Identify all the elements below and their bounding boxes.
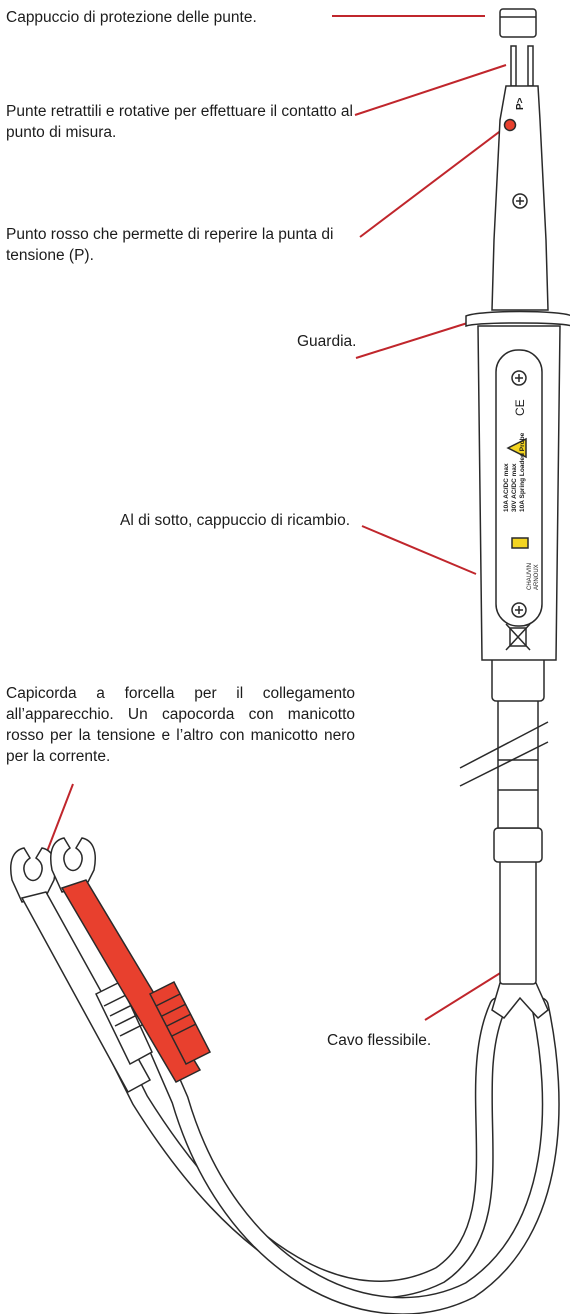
leader-guard (355, 319, 478, 359)
label-tips: Punte retrattili e rotative per effettua… (6, 103, 353, 141)
label-tip-cap: Cappuccio di protezione delle punte. (6, 9, 257, 26)
fork-terminals (10, 837, 212, 1094)
red-sleeve (60, 879, 202, 1083)
brand-logo-icon (511, 537, 529, 549)
label-cable: Cavo flessibile. (327, 1032, 432, 1049)
leader-red-dot (359, 125, 508, 238)
leader-spare-cap (361, 525, 477, 575)
red-fork-lead (50, 837, 212, 1083)
cable-loop (76, 976, 560, 1314)
warning-triangle-icon (506, 437, 527, 459)
leader-fork (42, 783, 74, 863)
white-grip-ribs (103, 993, 145, 1037)
rating-line-2: 30V AC/DC max (511, 463, 518, 512)
label-spare-cap: Al di sotto, cappuccio di ricambio. (120, 512, 351, 529)
label-fork-terminals: Capicorda a forcella per il collegamento… (6, 685, 355, 765)
main-cable (459, 652, 549, 1020)
probe-markings: P> CE 10A AC/DC max 30V AC/DC max 10A Sp… (503, 97, 540, 590)
leader-lines (42, 15, 519, 1021)
white-fork-lead (10, 847, 153, 1094)
probe-tip-right (527, 45, 534, 87)
probe-handle (465, 8, 570, 661)
label-plate (495, 349, 543, 627)
weee-bin-icon (505, 623, 531, 651)
red-grip-ribs (155, 993, 197, 1037)
brand-line-2: ARNOUX (534, 564, 540, 590)
red-dot-icon (503, 118, 517, 132)
brand-line-1: CHAUVIN (527, 563, 533, 590)
tip-cap-icon (499, 8, 537, 38)
rating-line-1: 10A AC/DC max (503, 463, 510, 512)
leader-tips (354, 64, 507, 116)
rating-line-3: 10A Spring Loaded Probe (519, 432, 526, 512)
probe-tip-left (510, 45, 517, 87)
label-guard: Guardia. (297, 333, 357, 350)
ce-mark: CE (513, 399, 527, 416)
label-red-dot: Punto rosso che permette di reperire la … (6, 226, 334, 264)
red-fork-icon (50, 837, 96, 893)
white-fork-icon (10, 847, 56, 903)
tip-mark: P> (515, 97, 526, 110)
guard-flange (465, 310, 570, 327)
